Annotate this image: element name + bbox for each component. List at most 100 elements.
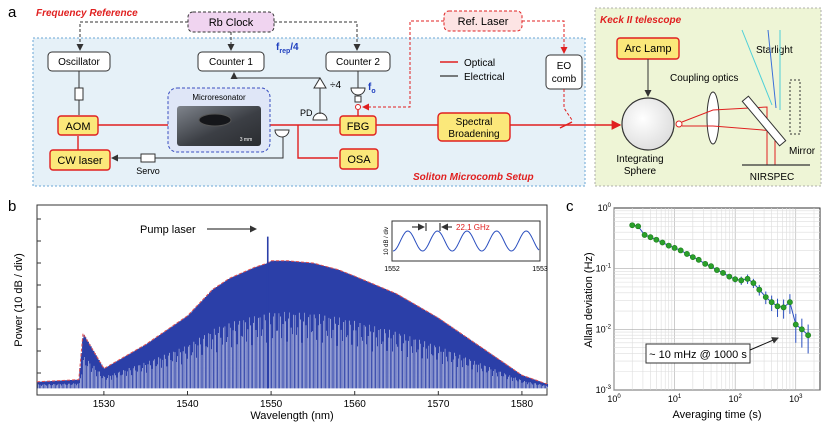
x-axis-title-b: Wavelength (nm) [250,410,333,422]
div4-to-counter1-line [230,72,320,79]
osa-label: OSA [347,154,371,166]
adev-point [805,332,812,339]
adev-point [671,244,678,251]
adev-point [665,242,672,249]
x-tick-label-b: 1550 [260,399,283,410]
counter1-label: Counter 1 [209,57,253,68]
adev-point [750,280,757,286]
fbg-label: FBG [347,121,370,133]
keck-title: Keck II telescope [600,15,682,26]
adev-point [647,234,654,241]
switch-line [559,121,573,129]
pd2-icon [312,112,328,121]
adev-point [689,254,696,261]
adev-point [786,299,793,306]
panel-b-label: b [8,198,16,215]
microresonator-label: Microresonator [192,93,246,102]
y-axis-title-c: Allan deviation (Hz) [583,252,595,347]
adev-point [714,267,720,273]
microresonator-ring [198,113,232,127]
coupling-optics-label: Coupling optics [670,73,738,84]
y-tick-label-c: 10-2 [596,324,612,334]
y-tick-label-c: 10-3 [596,385,612,395]
adev-points [629,222,812,354]
panel-c-label: c [566,198,574,215]
inset-x-left: 1552 [384,266,400,273]
scale-bar-label: 3 mm [240,137,253,143]
y-tick-label-c: 10-1 [596,264,612,274]
cw-laser-label: CW laser [57,155,103,167]
adev-point [629,222,636,229]
rb-clock-box [187,11,275,33]
adev-point [653,236,660,243]
rb-to-counter2-line [274,21,361,51]
frequency-reference-title: Frequency Reference [36,8,138,19]
inset-x-right: 1553 [532,266,548,273]
adev-point [792,321,799,328]
frep-label: frep/4 [276,42,299,55]
x-tick-label-c: 103 [789,394,803,404]
counter1-box [197,51,265,72]
div4-label: ÷4 [330,80,341,91]
x-tick-label-c: 101 [668,394,682,404]
annotation-label: ~ 10 mHz @ 1000 s [649,349,747,361]
mirror-label: Mirror [789,146,816,157]
rb-clock-label: Rb Clock [209,17,254,29]
inset-y-label: 10 dB / div [384,227,390,255]
adev-point [732,276,739,283]
x-tick-label-b: 1560 [344,399,367,410]
servo-icon [140,153,156,163]
fbg-box [339,115,377,136]
x-tick-label-c: 100 [607,394,621,404]
inset-spacing-label: 22.1 GHz [456,223,490,232]
starlight-ray-3 [767,29,777,109]
inset-frame [391,220,541,262]
starlight-ray-1 [741,29,773,106]
servo-label: Servo [136,166,160,176]
fo-filter-icon [354,95,362,103]
pump-laser-label: Pump laser [140,224,196,236]
counter2-label: Counter 2 [336,57,380,68]
x-axis-title-c: Averaging time (s) [672,409,761,421]
servo-line [155,133,284,159]
y-axis-title-b: Power (10 dB / div) [13,253,25,347]
osa-box [339,148,379,170]
pd-icon [274,129,290,138]
adev-point [635,223,642,230]
panel-a-label: a [8,4,17,21]
aom-box [57,115,99,136]
spectrum-comb-lines [37,260,549,389]
spectral-broadening-label-1: Spectral [456,117,493,128]
adev-point [774,303,781,310]
coupling-lens [706,91,720,145]
annotation-box [645,343,751,364]
x-tick-label-b: 1530 [93,399,116,410]
eo-to-switch-line [563,89,573,121]
x-tick-label-b: 1540 [176,399,199,410]
adev-point [708,263,714,270]
fo-pd-icon [350,87,366,96]
ref-laser-label: Ref. Laser [458,16,509,28]
soliton-setup-panel [32,37,586,187]
rb-to-oscillator-line [76,21,188,51]
aom-label: AOM [65,121,90,133]
osa-branch-line [297,125,338,159]
x-tick-label-b: 1570 [427,399,450,410]
spectral-broadening-label-2: Broadening [448,129,499,140]
ref-laser-down-line [409,20,444,71]
x-tick-label-c: 102 [728,394,742,404]
legend-optical-text: Optical [464,58,495,69]
adev-point [756,286,763,293]
adev-point [738,277,745,284]
adev-point [659,239,666,246]
eo-comb-label-1: EO [557,61,572,72]
adev-point [744,275,751,282]
fo-beat-icon [355,104,361,110]
adev-point [720,270,726,276]
fiber-port [675,120,683,128]
integrating-sphere-label-1: Integrating [616,154,663,165]
